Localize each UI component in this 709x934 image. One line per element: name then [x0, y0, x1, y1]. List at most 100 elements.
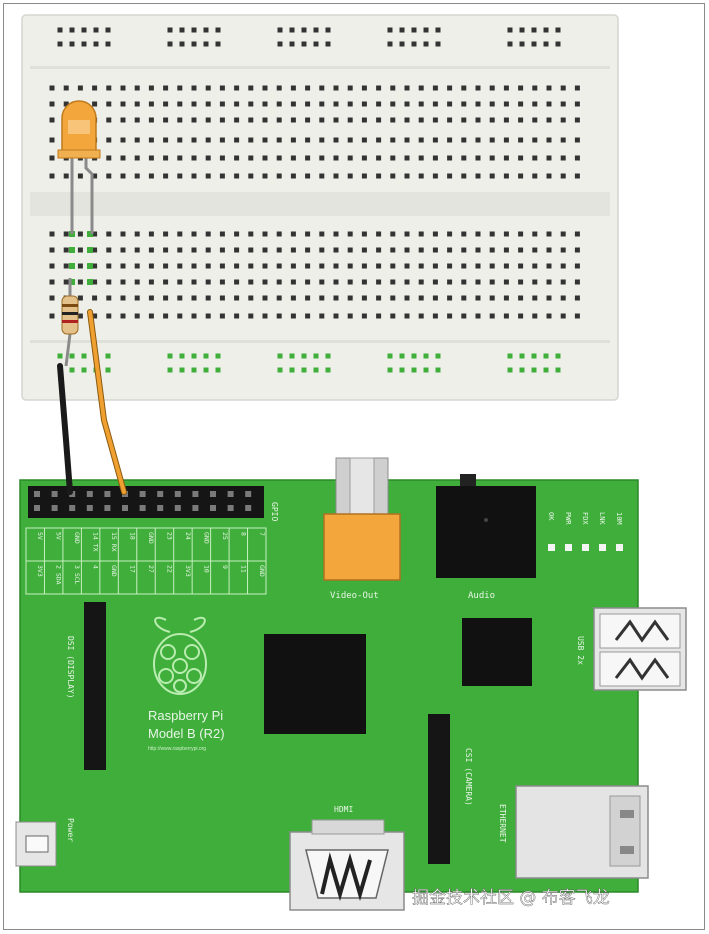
rail-hole	[411, 27, 417, 33]
breadboard-hole	[290, 313, 296, 319]
breadboard-hole	[574, 295, 580, 301]
breadboard-hole	[77, 263, 83, 269]
breadboard-hole	[333, 263, 339, 269]
breadboard-hole	[63, 279, 69, 285]
breadboard-hole	[518, 295, 524, 301]
breadboard-hole	[333, 117, 339, 123]
breadboard-hole	[248, 137, 254, 143]
breadboard-hole	[248, 85, 254, 91]
rail-hole	[81, 27, 87, 33]
breadboard-hole	[574, 101, 580, 107]
csi-label: CSI (CAMERA)	[464, 748, 473, 806]
breadboard-hole	[319, 295, 325, 301]
breadboard-hole	[248, 263, 254, 269]
breadboard-hole	[148, 231, 154, 237]
gpio-pin	[227, 505, 234, 511]
breadboard-hole	[248, 279, 254, 285]
gpio-pin	[227, 491, 234, 497]
gpio-bottom-pin-label: 4	[92, 565, 100, 569]
breadboard-hole	[163, 279, 169, 285]
breadboard-hole	[77, 247, 83, 253]
gpio-pin	[104, 491, 111, 497]
rail-hole	[179, 353, 185, 359]
breadboard-hole	[49, 313, 55, 319]
breadboard-hole	[248, 247, 254, 253]
breadboard-hole	[106, 137, 112, 143]
rail-hole	[179, 27, 185, 33]
breadboard-hole	[518, 313, 524, 319]
breadboard-hole	[560, 313, 566, 319]
breadboard-hole	[404, 279, 410, 285]
breadboard-hole	[475, 137, 481, 143]
breadboard-hole	[546, 231, 552, 237]
status-led	[548, 544, 555, 551]
rail-hole	[105, 353, 111, 359]
breadboard-hole	[461, 137, 467, 143]
breadboard-hole	[219, 313, 225, 319]
breadboard-hole	[262, 173, 268, 179]
breadboard-hole	[262, 279, 268, 285]
breadboard-hole	[560, 101, 566, 107]
breadboard-hole	[219, 295, 225, 301]
breadboard-hole	[546, 263, 552, 269]
breadboard-hole	[347, 101, 353, 107]
rail-hole	[411, 353, 417, 359]
rail-hole	[105, 367, 111, 373]
breadboard-hole	[489, 313, 495, 319]
gpio-top-pin-label: 25	[221, 532, 229, 540]
breadboard-hole	[447, 263, 453, 269]
breadboard-hole	[191, 263, 197, 269]
rail-hole	[555, 41, 561, 47]
rail-hole	[423, 367, 429, 373]
gpio-pin	[245, 491, 252, 497]
rail-hole	[325, 367, 331, 373]
connected-hole	[87, 279, 93, 285]
breadboard-hole	[376, 295, 382, 301]
board-url: http://www.raspberrypi.org	[148, 746, 206, 752]
breadboard-hole	[219, 247, 225, 253]
breadboard-hole	[177, 279, 183, 285]
breadboard-hole	[333, 155, 339, 161]
breadboard-hole	[120, 263, 126, 269]
breadboard-hole	[276, 173, 282, 179]
rail-hole	[399, 353, 405, 359]
rail-hole	[519, 367, 525, 373]
breadboard-hole	[49, 263, 55, 269]
breadboard-hole	[177, 173, 183, 179]
breadboard-hole	[205, 137, 211, 143]
breadboard-hole	[574, 231, 580, 237]
rail-hole	[423, 41, 429, 47]
breadboard-hole	[319, 137, 325, 143]
rail-hole	[507, 27, 513, 33]
breadboard-hole	[432, 173, 438, 179]
breadboard-hole	[77, 173, 83, 179]
breadboard-hole	[418, 137, 424, 143]
breadboard-hole	[376, 279, 382, 285]
breadboard-hole	[148, 117, 154, 123]
breadboard-hole	[560, 263, 566, 269]
breadboard-hole	[489, 231, 495, 237]
breadboard-hole	[404, 247, 410, 253]
breadboard-hole	[63, 85, 69, 91]
status-led-label: LNK	[598, 512, 606, 525]
breadboard-hole	[219, 101, 225, 107]
breadboard-hole	[503, 85, 509, 91]
gpio-top-pin-label: 24	[184, 532, 192, 540]
rail-hole	[81, 41, 87, 47]
breadboard-hole	[234, 263, 240, 269]
breadboard-hole	[489, 85, 495, 91]
rail-hole	[301, 353, 307, 359]
breadboard-hole	[518, 137, 524, 143]
rail-hole	[289, 353, 295, 359]
audio-jack: Audio	[436, 474, 536, 601]
breadboard-hole	[134, 231, 140, 237]
breadboard-hole	[191, 279, 197, 285]
breadboard-hole	[376, 247, 382, 253]
board-model: Model B (R2)	[148, 726, 225, 741]
breadboard-hole	[191, 137, 197, 143]
rail-hole	[301, 367, 307, 373]
breadboard-hole	[262, 117, 268, 123]
gpio-header: GPIO	[28, 486, 279, 521]
rail-hole	[179, 367, 185, 373]
